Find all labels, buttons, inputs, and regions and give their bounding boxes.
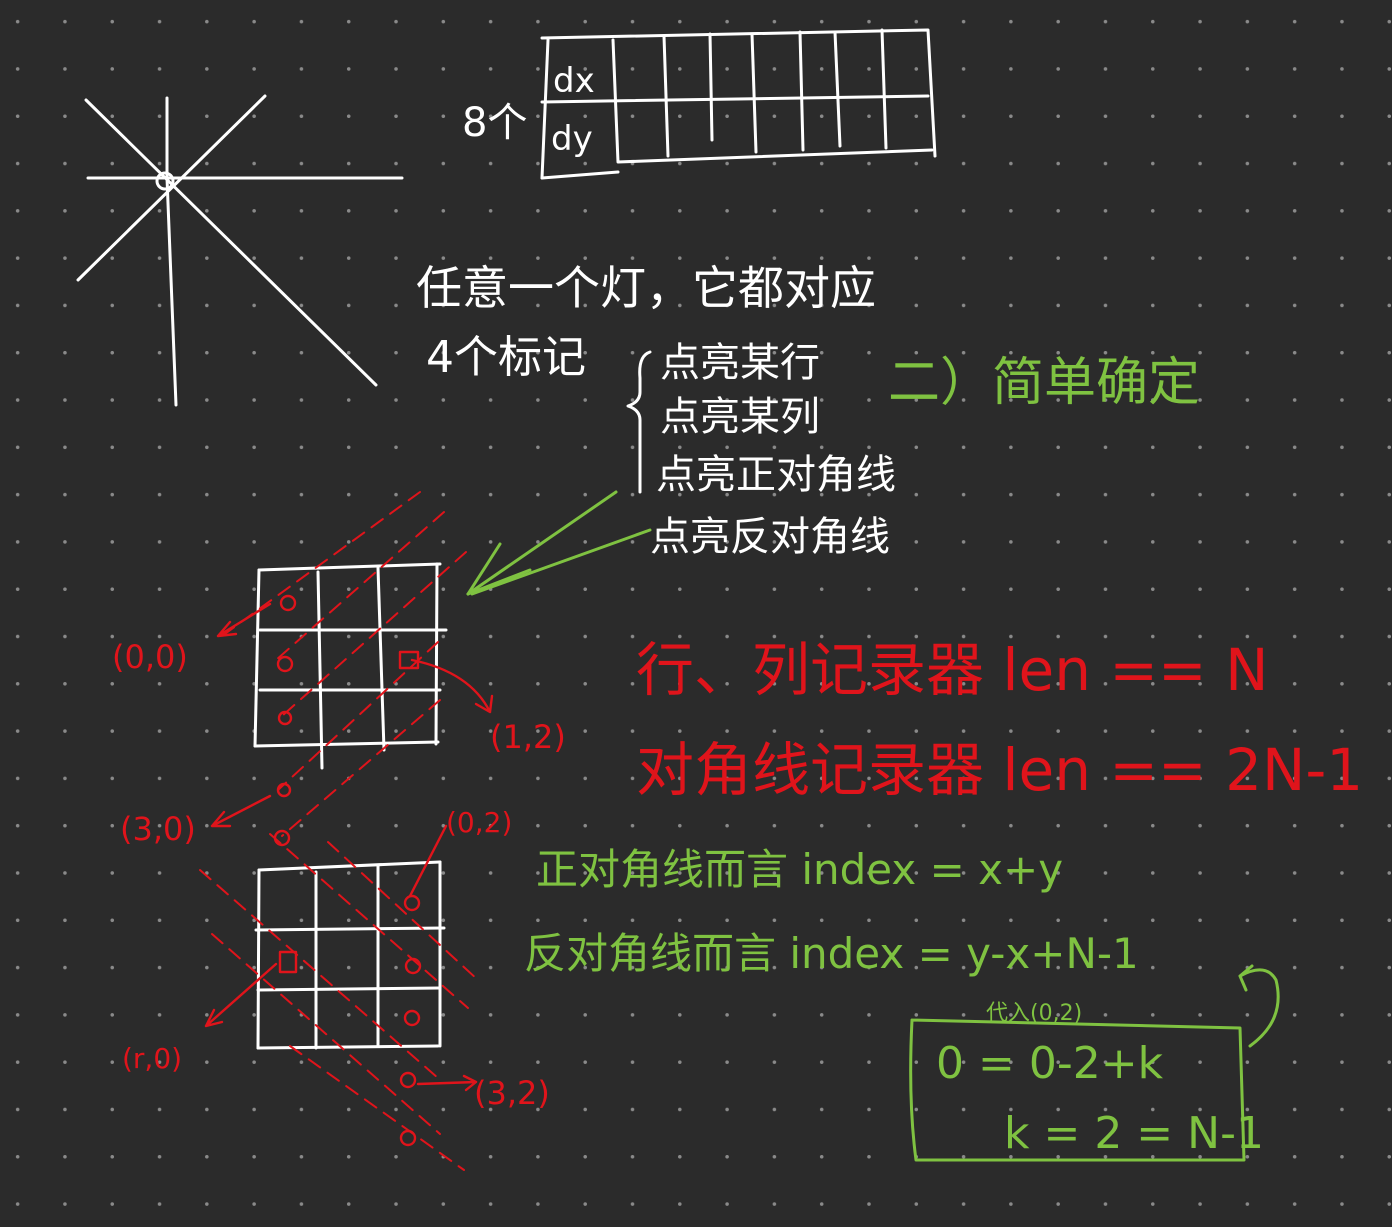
brace: [626, 350, 652, 494]
dy-label: dy: [551, 119, 593, 159]
derivation-box: [909, 964, 1280, 1162]
direction-table: [540, 28, 937, 180]
mark-anti-diag: 点亮反对角线: [650, 514, 890, 560]
anti-diag-index-note: 反对角线而言 index = y-x+N-1: [524, 929, 1139, 978]
grid-2-marks: [204, 824, 478, 1147]
grid-1: [253, 562, 448, 770]
grid-2: [254, 860, 446, 1050]
grid-2-diagonals: [199, 833, 479, 1171]
derivation-subst: 代入(0,2): [986, 1001, 1082, 1026]
label-origin: (0,0): [112, 638, 188, 676]
eight-direction-star: [76, 94, 404, 407]
label-cell-0-2: (0,2): [446, 806, 512, 839]
label-cell-r-0: (r,0): [122, 1042, 182, 1075]
label-cell-3-0: (3,0): [120, 810, 196, 848]
main-note-line1: 任意一个灯，它都对应: [416, 261, 876, 315]
diag-recorder-note: 对角线记录器 len == 2N-1: [636, 736, 1363, 804]
label-cell-3-2: (3,2): [474, 1074, 550, 1112]
main-note-line2: 4个标记: [426, 332, 586, 383]
dx-label: dx: [553, 61, 595, 101]
derivation-eq1: 0 = 0-2+k: [936, 1038, 1164, 1089]
mark-col: 点亮某列: [660, 394, 820, 440]
main-diag-index-note: 正对角线而言 index = x+y: [536, 845, 1063, 894]
label-cell-1-2: (1,2): [490, 718, 566, 756]
simple-note: 二）简单确定: [888, 353, 1200, 413]
row-col-recorder-note: 行、列记录器 len == N: [636, 636, 1268, 704]
green-arrow: [466, 490, 652, 596]
mark-main-diag: 点亮正对角线: [656, 452, 896, 498]
grid-1-diagonals: [221, 491, 467, 837]
derivation-eq2: k = 2 = N-1: [1004, 1108, 1264, 1159]
direction-count-label: 8个: [462, 100, 527, 146]
mark-row: 点亮某行: [660, 340, 820, 386]
